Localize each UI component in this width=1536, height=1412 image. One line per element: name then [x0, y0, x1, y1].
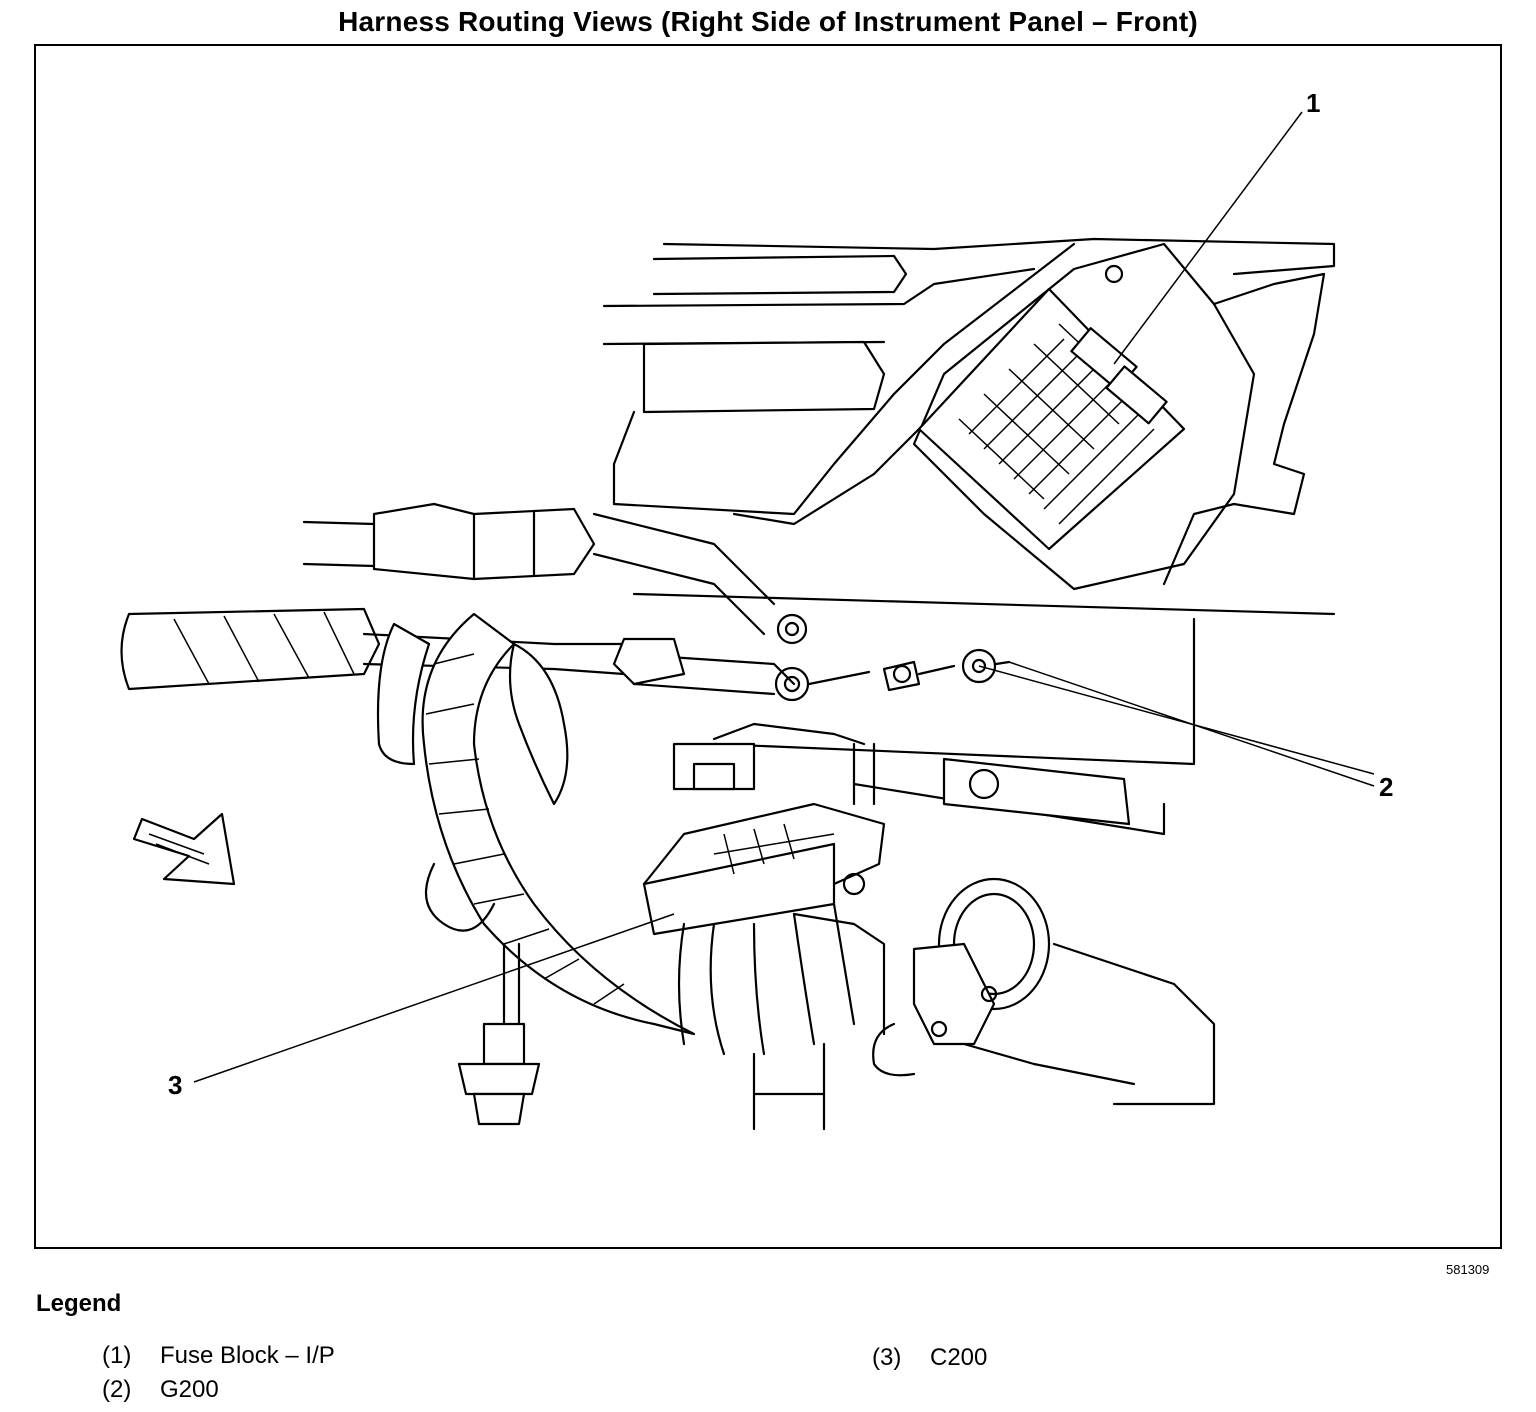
legend-item-label: Fuse Block – I/P	[160, 1342, 335, 1369]
bulb-socket	[457, 942, 541, 1126]
legend-item-number: (1)	[102, 1342, 132, 1369]
fuse-rows	[958, 323, 1168, 525]
legend-item-2: (2) G200	[102, 1376, 219, 1404]
legend-item-number: (2)	[102, 1376, 132, 1403]
main-harness	[120, 502, 776, 1036]
dash-panel	[602, 237, 1336, 526]
diagram-title: Harness Routing Views (Right Side of Ins…	[338, 6, 1198, 37]
legend-item-number: (3)	[872, 1344, 902, 1371]
callout-2: 2	[1379, 772, 1393, 802]
legend-heading: Legend	[36, 1290, 122, 1317]
horn-assembly	[872, 877, 1216, 1106]
legend-item-1: (1) Fuse Block – I/P	[102, 1342, 335, 1370]
callout-1: 1	[1306, 88, 1320, 118]
legend-item-label: G200	[160, 1376, 219, 1403]
diagram-frame	[34, 44, 1502, 1249]
figure-number: 581309	[1446, 1262, 1490, 1277]
legend-item-3: (3) C200	[872, 1344, 987, 1372]
harness-illustration: 1 2 3	[120, 88, 1393, 1131]
fuse-block	[912, 242, 1326, 591]
legend-item-label: C200	[930, 1344, 988, 1371]
lower-bracket	[632, 592, 1336, 836]
callout-3: 3	[168, 1070, 182, 1100]
callout-leaders	[193, 111, 1375, 1083]
ground-g200	[612, 613, 1011, 702]
direction-arrow-icon	[132, 812, 236, 886]
connector-c200	[642, 802, 886, 1131]
